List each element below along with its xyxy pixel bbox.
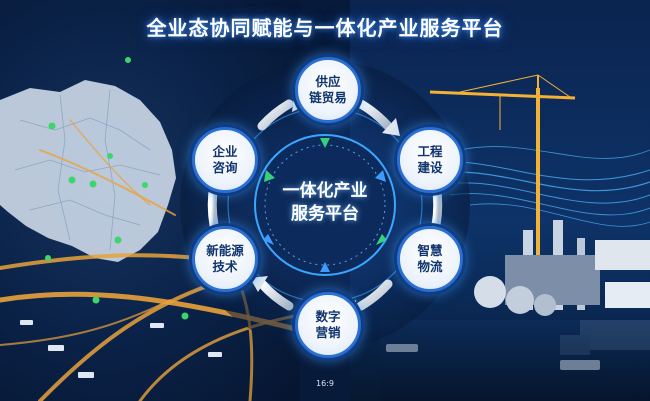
hub-label: 一体化产业 服务平台	[282, 181, 368, 224]
harbor-water	[380, 320, 650, 401]
location-marker-icon	[45, 57, 189, 320]
crane-icon	[429, 74, 576, 255]
aspect-ratio-label: 16:9	[316, 379, 334, 388]
node-supply-chain[interactable]: 供应 链贸易	[295, 57, 361, 123]
page-title: 全业态协同赋能与一体化产业服务平台	[146, 16, 504, 40]
node-logistics[interactable]: 智慧 物流	[397, 226, 463, 292]
ship-icon	[386, 344, 600, 370]
node-label: 工程 建设	[417, 144, 443, 175]
node-label: 数字 营销	[315, 309, 341, 340]
inflow-arrows	[263, 138, 387, 272]
node-label: 新能源 技术	[206, 243, 244, 274]
node-label: 企业 咨询	[212, 144, 238, 175]
node-label: 供应 链贸易	[309, 74, 347, 105]
node-marketing[interactable]: 数字 营销	[295, 292, 361, 358]
node-consulting[interactable]: 企业 咨询	[192, 127, 258, 193]
node-engineering[interactable]: 工程 建设	[397, 127, 463, 193]
hub-ring	[254, 134, 396, 276]
truck-icon	[20, 320, 222, 378]
node-new-energy[interactable]: 新能源 技术	[192, 226, 258, 292]
node-label: 智慧 物流	[417, 243, 443, 274]
